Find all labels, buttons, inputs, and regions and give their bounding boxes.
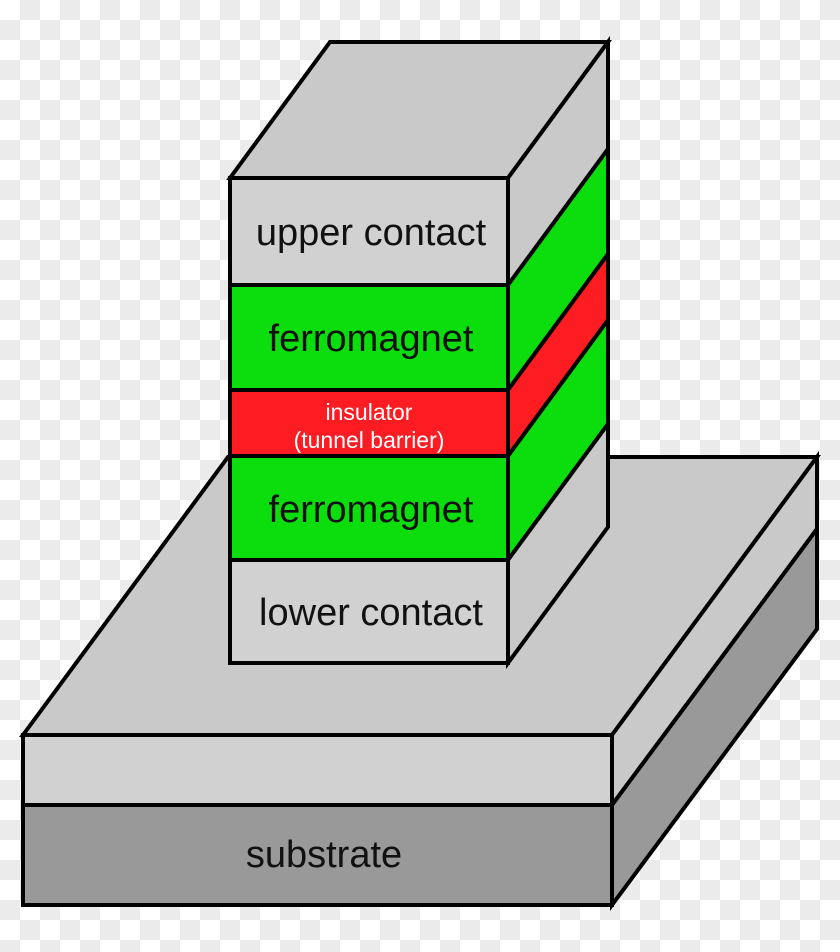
junction-pillar: upper contact ferromagnet insulator (tun…	[226, 35, 612, 670]
insulator-label-line1: insulator	[326, 399, 413, 425]
lower-contact-front-face	[228, 558, 510, 665]
ferromagnet-bottom-label: ferromagnet	[269, 489, 474, 531]
upper-contact-front-face	[228, 176, 510, 287]
slab-front-upper-band	[21, 733, 614, 807]
ferromagnet-top-label: ferromagnet	[269, 318, 474, 360]
lower-contact-label: lower contact	[259, 592, 483, 634]
upper-contact-label: upper contact	[256, 212, 487, 254]
ferromagnet-top-front-face	[228, 283, 510, 392]
ferromagnet-bottom-front-face	[228, 454, 510, 562]
insulator-label-line2: (tunnel barrier)	[294, 427, 445, 453]
substrate-label: substrate	[246, 834, 402, 876]
substrate-front-face	[21, 803, 614, 907]
